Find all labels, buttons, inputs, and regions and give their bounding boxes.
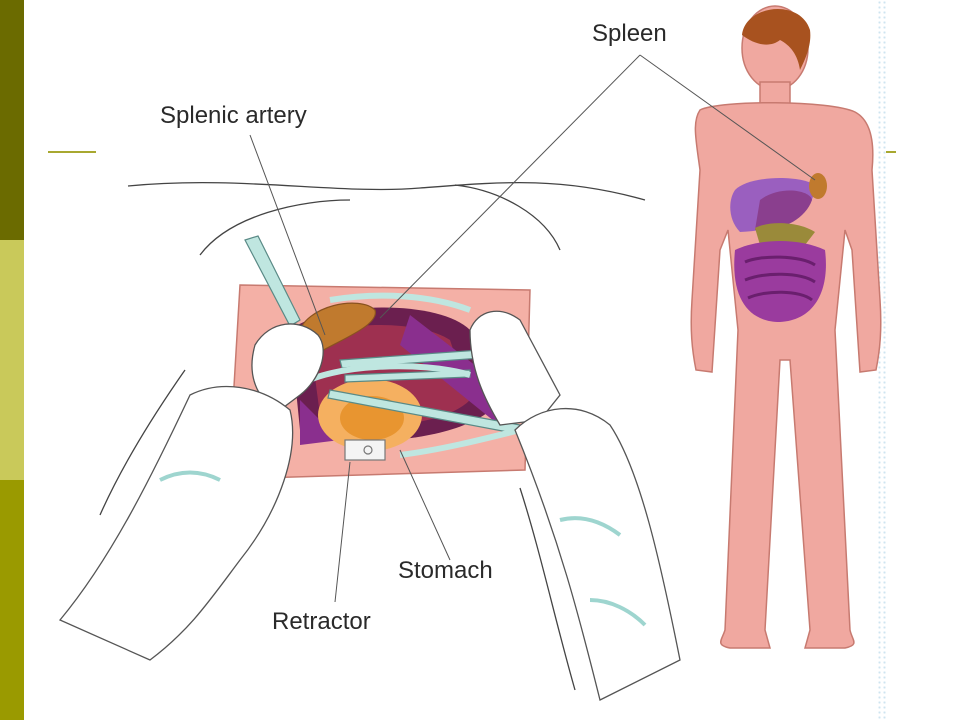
dotted-border: [877, 0, 887, 720]
gloved-hands: [58, 310, 681, 701]
hair: [742, 9, 811, 70]
label-retractor: Retractor: [272, 608, 371, 635]
leader-line-spleen-incision: [379, 54, 641, 319]
leader-line-retractor: [334, 461, 351, 603]
label-spleen: Spleen: [592, 20, 667, 47]
side-bar-dark: [0, 0, 24, 240]
side-bar-mid: [0, 480, 24, 720]
leader-line-stomach: [399, 449, 451, 561]
leader-line-spleen-figure: [639, 54, 816, 181]
human-figure: [690, 5, 882, 649]
leader-lines: [249, 54, 816, 603]
label-splenic-artery: Splenic artery: [160, 102, 307, 129]
label-stomach: Stomach: [398, 557, 493, 584]
internal-organs: [730, 173, 827, 322]
accent-line-left: [48, 151, 96, 153]
side-bar-light: [0, 240, 24, 480]
leader-line-splenic-artery: [249, 134, 326, 336]
accent-line-right: [886, 151, 896, 153]
sleeve-shading: [159, 470, 647, 627]
surgical-instruments: [244, 235, 521, 461]
